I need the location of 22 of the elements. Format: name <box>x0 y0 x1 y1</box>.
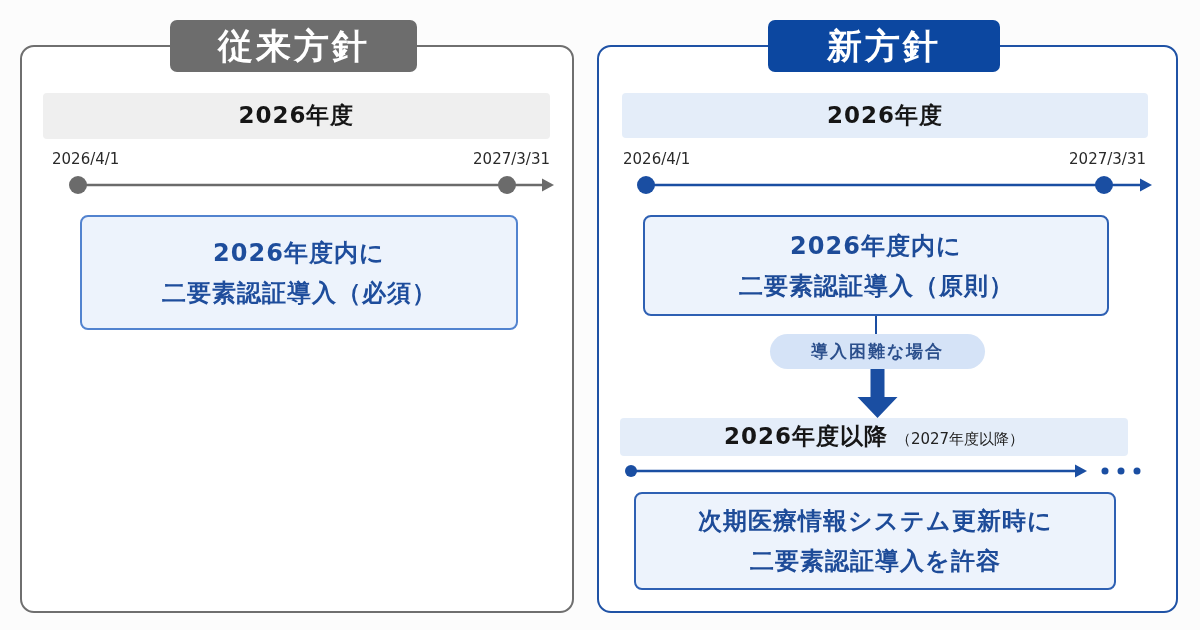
connector-line <box>875 315 877 335</box>
condition-text: 導入困難な場合 <box>811 340 944 363</box>
date-label: 2026/4/1 <box>52 150 120 168</box>
heading-tab: 従来方針 <box>170 20 417 72</box>
measure-box <box>643 215 1109 316</box>
heading-tab: 新方針 <box>768 20 1000 72</box>
measure-box <box>80 215 518 330</box>
period-title: 2026年度以降 <box>723 422 888 450</box>
date-label: 2027/3/31 <box>473 150 550 168</box>
date-label: 2027/3/31 <box>1069 150 1146 168</box>
period-note: （2027年度以降） <box>895 429 1025 450</box>
block-arrow <box>857 369 898 418</box>
measure-text: 2026年度内に二要素認証導入（必須） <box>161 237 437 309</box>
measure-text: 次期医療情報システム更新時に二要素認証導入を許容 <box>697 506 1053 577</box>
period-band <box>620 418 1128 456</box>
date-label: 2026/4/1 <box>623 150 691 168</box>
period-title: 2026年度 <box>827 101 943 129</box>
period-band <box>622 93 1148 138</box>
measure-text: 2026年度内に二要素認証導入（原則） <box>738 230 1014 302</box>
period-title: 2026年度 <box>238 101 355 129</box>
measure-box <box>634 492 1116 590</box>
condition-pill <box>770 334 985 369</box>
